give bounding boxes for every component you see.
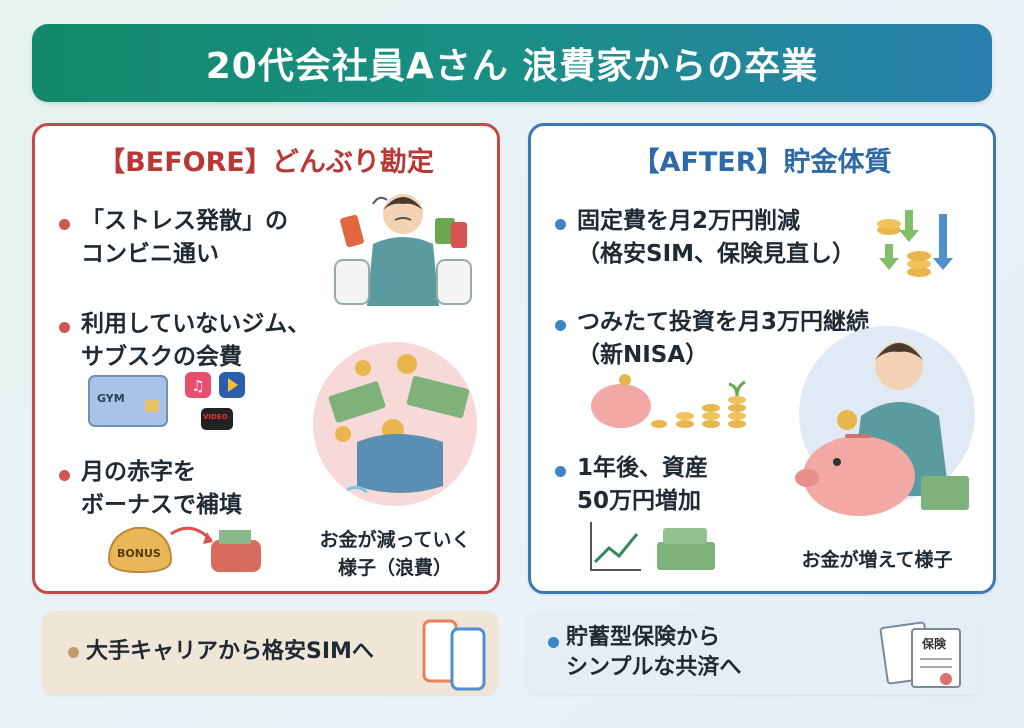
stressed-shopper-illustration (334, 194, 472, 306)
after-item-3: 1年後、資産 50万円増加 (577, 455, 709, 514)
before-caption: お金が減っていく 様子（浪費） (319, 529, 471, 579)
bullet-dot (555, 320, 566, 331)
bullet-dot (59, 322, 70, 333)
bullet-dot (68, 647, 79, 658)
video-app-label: VIDEO (203, 413, 228, 421)
bonus-bag-label: BONUS (117, 547, 161, 560)
bullet-dot (555, 219, 566, 230)
growth-chart-and-cash-icon (590, 522, 715, 571)
cost-reduction-icon (877, 210, 953, 277)
bottom-tip-insurance: 貯蓄型保険から シンプルな共済へ 保険 (526, 611, 982, 695)
after-panel: 【AFTER】貯金体質 固定費を月2万円削減 （格安SIM、保険見直し） つみた… (528, 123, 996, 594)
man-with-piggy-bank-illustration (795, 326, 975, 516)
after-caption: お金が増えて様子 (801, 549, 953, 571)
svg-text:♫: ♫ (191, 377, 204, 395)
smartphones-icon (422, 619, 486, 691)
before-item-2: 利用していないジム、 サブスクの会費 (81, 311, 311, 370)
before-panel: 【BEFORE】どんぶり勘定 「ストレス発散」の コンビニ通い 利用していないジ… (32, 123, 500, 594)
insurance-document-label: 保険 (922, 637, 947, 651)
before-heading: 【BEFORE】どんぶり勘定 (98, 147, 434, 178)
after-item-1: 固定費を月2万円削減 （格安SIM、保険見直し） (577, 208, 856, 267)
after-item-2: つみたて投資を月3万円継続 （新NISA） (577, 309, 870, 368)
wallet-losing-money-illustration (313, 342, 477, 506)
before-item-3: 月の赤字を ボーナスで補填 (81, 459, 242, 518)
bullet-dot (59, 219, 70, 230)
bottom-tip-insurance-text: 貯蓄型保険から シンプルな共済へ (566, 625, 742, 680)
piggy-bank-growing-coins-icon (591, 374, 746, 428)
after-heading: 【AFTER】貯金体質 (632, 147, 892, 178)
bullet-dot (59, 470, 70, 481)
bottom-tip-sim: 大手キャリアから格安SIMへ (42, 611, 498, 695)
bullet-dot (548, 637, 559, 648)
insurance-documents-icon (879, 621, 961, 688)
bonus-to-wallet-illustration (107, 526, 261, 574)
page-title: 20代会社員Aさん 浪費家からの卒業 (32, 24, 992, 102)
bottom-tip-sim-text: 大手キャリアから格安SIMへ (86, 639, 374, 664)
bullet-dot (555, 466, 566, 477)
gym-card-and-apps: ♫ (88, 372, 245, 430)
before-item-1: 「ストレス発散」の コンビニ通い (81, 208, 288, 267)
gym-card-label: GYM (97, 392, 125, 405)
